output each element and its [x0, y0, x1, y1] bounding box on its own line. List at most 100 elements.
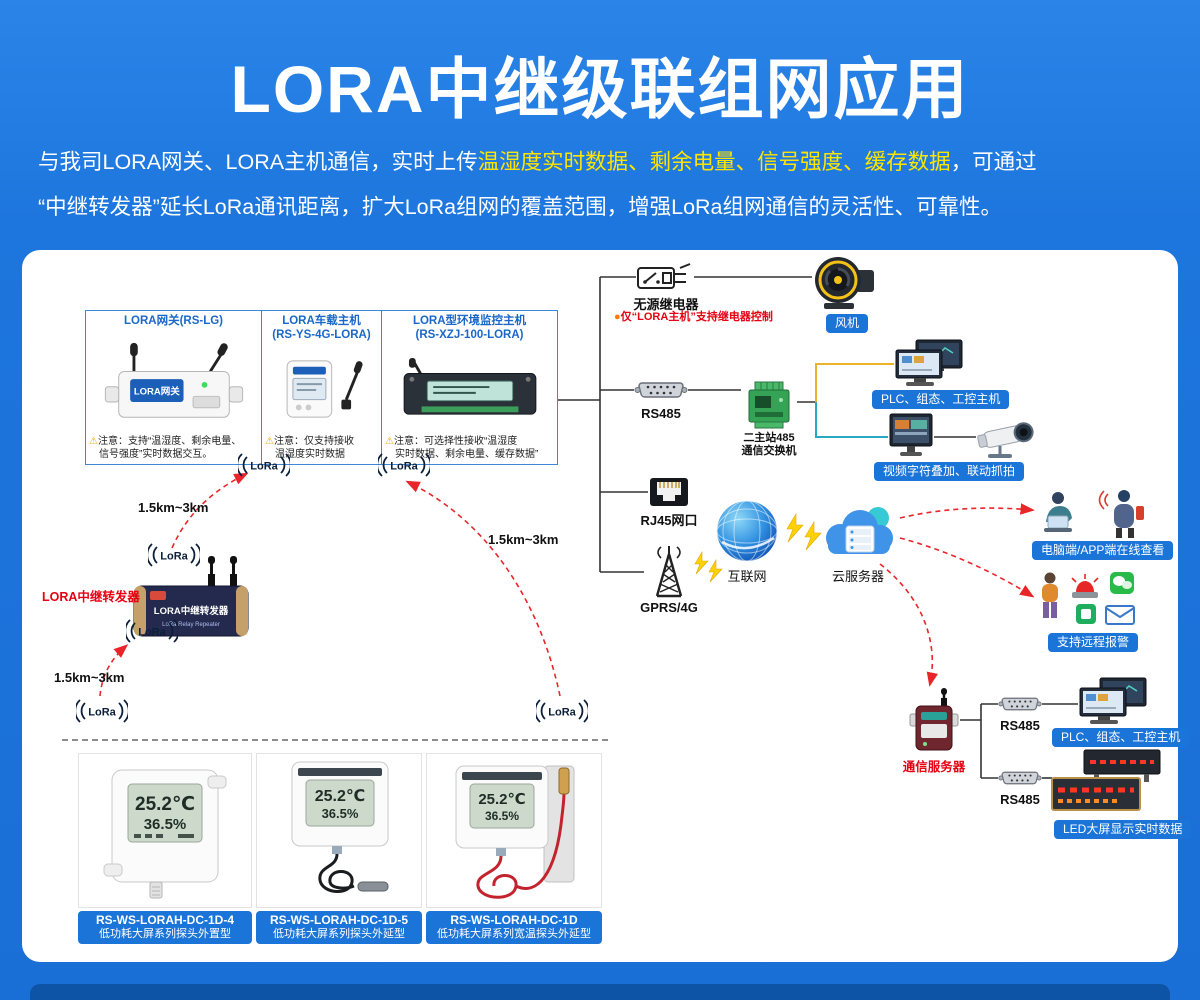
led-label-badge: LED大屏显示实时数据 — [1054, 820, 1192, 839]
product-image-3: 25.2℃ 36.5% — [426, 753, 602, 908]
intro-description: 与我司LORA网关、LORA主机通信，实时上传温湿度实时数据、剩余电量、信号强度… — [38, 140, 1162, 230]
warning-icon: ⚠ — [385, 436, 394, 447]
intro-highlight: 温湿度实时数据、剩余电量、信号强度、缓存数据 — [477, 150, 951, 174]
lora-mark-icon: LoRa — [378, 453, 430, 477]
video-monitor-icon — [889, 413, 933, 456]
product-image-2: 25.2℃ 36.5% — [256, 753, 422, 908]
product-label-1: RS-WS-LORAH-DC-1D-4 低功耗大屏系列探头外置型 — [78, 911, 252, 944]
rs485-connector-icon — [634, 382, 688, 398]
rs485-switch-icon — [748, 381, 790, 429]
relay-warning: ●仅“LORA主机”支持继电器控制 — [614, 308, 773, 324]
product-card-1: 25.2℃ 36.5% RS-WS-LORAH-DC-1D-4 低功耗大屏系列探… — [78, 753, 252, 944]
repeater-body-subtitle: LoRa Relay Repeater — [162, 622, 220, 628]
sensor-device-image: 25.2℃ 36.5% — [455, 765, 575, 899]
gprs-label: GPRS/4G — [640, 600, 698, 615]
cloud-link-alarm — [899, 537, 1035, 598]
cloud-link-comm-server — [879, 563, 939, 687]
rj45-icon — [650, 478, 688, 506]
alarm-beacon-icon — [1076, 581, 1094, 592]
env-monitor-title: LORA型环境监控主机 (RS-XZJ-100-LORA) — [412, 315, 527, 341]
repeater-body-title: LORA中继转发器 — [154, 605, 229, 617]
warning-icon: ⚠ — [265, 436, 274, 447]
lora-mark-text: LoRa — [390, 461, 418, 473]
vehicle-host-device-image — [286, 359, 363, 418]
env-monitor-host-box: LORA型环境监控主机 (RS-XZJ-100-LORA) ⚠注意：可选择性接收… — [382, 310, 558, 465]
lora-mark-text: LoRa — [548, 707, 576, 719]
product-label-3: RS-WS-LORAH-DC-1D 低功耗大屏系列宽温探头外延型 — [426, 911, 602, 944]
gateway-note-line1: 注意：支持“温湿度、剩余电量、 — [97, 436, 242, 447]
sensor-device-image: 25.2℃ 36.5% — [103, 769, 227, 898]
video-label-badge: 视频字符叠加、联动抓拍 — [874, 462, 1025, 481]
distance-label: 1.5km~3km — [54, 670, 125, 685]
cloud-server-icon — [826, 507, 893, 554]
email-icon — [1105, 605, 1135, 625]
repeater-label: LORA中继转发器 — [42, 590, 140, 604]
distance-label: 1.5km~3km — [138, 500, 209, 515]
page-title: LORA中继级联组网应用 — [230, 52, 970, 126]
rs485-top-label: RS485 — [1000, 718, 1040, 733]
comm-server-icon — [909, 688, 959, 751]
env-monitor-note: ⚠注意：可选择性接收“温湿度 实时数据、剩余电量、缓存数据” — [385, 435, 554, 461]
gateway-device-image: LORA网关 — [104, 342, 243, 418]
intro-line-2: “中继转发器”延长LoRa通讯距离，扩大LoRa组网的覆盖范围，增强LoRa组网… — [38, 195, 1003, 219]
vehicle-note-line1: 注意：仅支持接收 — [273, 436, 354, 447]
remote-alarm-icons — [1042, 572, 1135, 625]
rj45-label: RJ45网口 — [640, 513, 698, 528]
gateway-note-line2: 信号强度”实时数据交互。 — [99, 449, 213, 460]
camera-icon — [977, 422, 1034, 458]
lora-repeater-device: LORA中继转发器 LoRa Relay Repeater — [133, 556, 249, 637]
product-card-3: 25.2℃ 36.5% RS-WS-LORAH-DC-1D 低功耗大屏系列宽温探… — [426, 753, 602, 944]
rs485-bottom-label: RS485 — [1000, 792, 1040, 807]
internet-label: 互联网 — [727, 569, 767, 584]
product-image-1: 25.2℃ 36.5% — [78, 753, 252, 908]
lcd-temperature: 25.2℃ — [135, 794, 195, 815]
lora-mark-icon: LoRa — [76, 699, 128, 723]
footer-band — [30, 984, 1170, 1000]
gateway-note: ⚠注意：支持“温湿度、剩余电量、 信号强度”实时数据交互。 — [89, 435, 258, 461]
env-note-line1: 注意：可选择性接收“温湿度 — [393, 436, 518, 447]
relay-icon — [637, 263, 691, 289]
relay-label: 无源继电器 — [633, 297, 699, 312]
vehicle-host-box: LORA车载主机 (RS-YS-4G-LORA) ⚠注意：仅支持接收 — [262, 310, 382, 465]
lora-wireless-links — [99, 472, 1035, 697]
vehicle-note-line2: 温湿度实时数据 — [275, 449, 345, 460]
lcd-temperature: 25.2℃ — [478, 791, 525, 808]
gateway-box: LORA网关(RS-LG) LORA网关 ⚠注意：支持“温湿度、剩余电量、 — [85, 310, 262, 465]
product-label-2: RS-WS-LORAH-DC-1D-5 低功耗大屏系列探头外延型 — [256, 911, 422, 944]
lcd-temperature: 25.2℃ — [315, 788, 366, 805]
lora-mark-icon: LoRa — [536, 699, 588, 723]
lora-mark-icon: LoRa — [148, 543, 200, 567]
vehicle-host-title: LORA车载主机 (RS-YS-4G-LORA) — [272, 315, 371, 341]
lora-mark-text: LoRa — [250, 461, 278, 473]
pc-app-label-badge: 电脑端/APP端在线查看 — [1032, 541, 1174, 560]
lora-link-sensors-to-repeater — [99, 644, 129, 697]
bus-lines — [558, 276, 1078, 779]
vehicle-host-note: ⚠注意：仅支持接收 温湿度实时数据 — [265, 435, 378, 461]
link-switch-video — [815, 402, 888, 438]
dot-icon: ● — [614, 311, 621, 323]
rs485-label: RS485 — [641, 406, 681, 421]
link-switch-plc — [815, 363, 894, 402]
plc2-monitors-icon — [1079, 677, 1147, 724]
plc-label-badge: PLC、组态、工控主机 — [872, 390, 1010, 409]
env-monitor-device-image — [403, 357, 536, 415]
pc-app-users-icon — [1044, 490, 1144, 538]
rs485-bottom-connector-icon — [998, 771, 1042, 785]
lora-link-repeater-to-hosts — [171, 472, 249, 549]
internet-globe-icon — [716, 500, 778, 562]
intro-text: 与我司LORA网关、LORA主机通信，实时上传 — [38, 150, 478, 174]
warning-icon: ⚠ — [89, 436, 98, 447]
lora-link-sensors-to-host — [405, 480, 561, 697]
plc2-label-badge: PLC、组态、工控主机 — [1052, 728, 1190, 747]
relay-warning-text: 仅“LORA主机”支持继电器控制 — [620, 311, 773, 323]
lora-mark-icon: LoRa — [238, 453, 290, 477]
cloud-label: 云服务器 — [831, 569, 884, 584]
distance-label: 1.5km~3km — [488, 532, 559, 547]
gprs-tower-icon — [655, 546, 683, 598]
fan-icon — [815, 257, 874, 309]
main-diagram-panel: LORA网关(RS-LG) LORA网关 ⚠注意：支持“温湿度、剩余电量、 — [22, 250, 1192, 962]
intro-line-1: 与我司LORA网关、LORA主机通信，实时上传温湿度实时数据、剩余电量、信号强度… — [38, 140, 1162, 185]
lora-mark-text: LoRa — [88, 707, 116, 719]
led-screens-icon — [1051, 749, 1161, 811]
lora-mark-text: LoRa — [138, 627, 166, 639]
